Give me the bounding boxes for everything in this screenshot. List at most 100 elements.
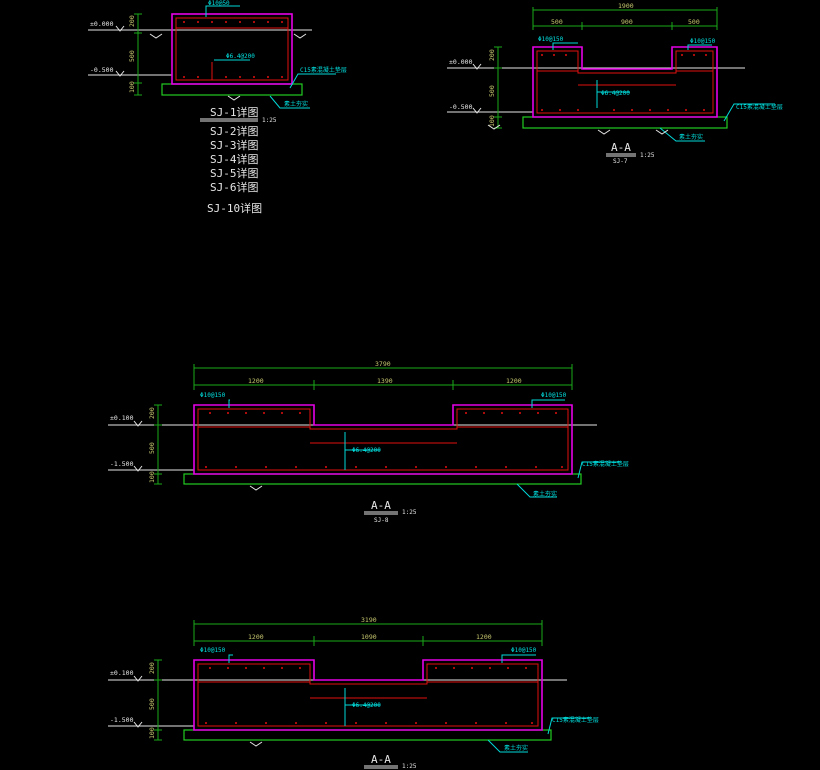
- soil-note: 素土夯实: [504, 744, 528, 752]
- rebar-leader: [552, 42, 578, 50]
- segment-dimension-1: 1200: [248, 377, 264, 385]
- height-200: 200: [128, 15, 136, 27]
- ground-level-text: ±0.000: [90, 20, 114, 28]
- cushion-layer: [183, 473, 582, 485]
- detail-title-3: SJ-3详图: [210, 138, 259, 152]
- soil-leader: [487, 739, 528, 753]
- cushion-note: C15素混凝土垫层: [582, 460, 629, 468]
- detail-bottom: 3190 1200 1090 1200 ±0.100 -1.500 200 50…: [108, 616, 599, 770]
- detail-title-6: SJ-6详图: [210, 180, 259, 194]
- rebar-cage: [536, 50, 714, 114]
- detail-title-4: SJ-4详图: [210, 152, 259, 166]
- section-title: A-A: [611, 141, 631, 154]
- cushion-layer: [522, 116, 728, 129]
- height-500: 500: [148, 698, 156, 710]
- height-500: 500: [488, 85, 496, 97]
- top-rebar-label-left: Φ10@150: [200, 647, 226, 654]
- segment-dimension-3: 500: [688, 18, 700, 26]
- top-rebar-label-right: Φ10@150: [511, 647, 537, 654]
- soil-hatch: [293, 33, 307, 39]
- ground-level-text: ±0.100: [110, 414, 134, 422]
- rebar-leader: [501, 654, 536, 663]
- level-marker: [115, 70, 125, 77]
- section-scale: 1:25: [402, 509, 417, 516]
- rebar-dots: [205, 412, 563, 468]
- total-dimension: 1900: [618, 2, 634, 10]
- detail-title-2: SJ-2详图: [210, 124, 259, 138]
- bottom-level-text: -1.500: [110, 716, 134, 724]
- pit-outline: [532, 46, 718, 118]
- height-100: 100: [148, 727, 156, 739]
- height-200: 200: [148, 407, 156, 419]
- stirrup-label: Φ6.4@200: [226, 53, 255, 60]
- rebar-leader: [228, 654, 233, 663]
- rebar-leader: [687, 44, 712, 50]
- detail-title-1: SJ-1详图: [210, 105, 259, 119]
- cushion-note: C15素混凝土垫层: [300, 66, 347, 74]
- detail-sj8: 3790 1200 1390 1200 ±0.100 -1.500 200 50…: [108, 360, 629, 524]
- top-rebar-label-left: Φ10@150: [538, 36, 564, 43]
- rebar-dots: [205, 667, 533, 724]
- pit-outline: [171, 13, 293, 85]
- rebar-leader: [205, 5, 240, 17]
- detail-title-5: SJ-5详图: [210, 166, 259, 180]
- height-100: 100: [128, 81, 136, 93]
- level-marker: [115, 25, 125, 32]
- stirrup-label: Φ6.4@200: [352, 702, 381, 709]
- segment-dimension-2: 1390: [377, 377, 393, 385]
- cushion-leader: [289, 73, 336, 89]
- segment-dimension-1: 500: [551, 18, 563, 26]
- total-dimension: 3190: [361, 616, 377, 624]
- cushion-leader: [723, 103, 775, 122]
- bottom-level-text: -1.500: [110, 460, 134, 468]
- segment-dimension-1: 1200: [248, 633, 264, 641]
- stirrup-label: Φ6.4@200: [352, 447, 381, 454]
- pit-outline: [193, 404, 573, 475]
- soil-leader: [269, 95, 310, 109]
- stirrup-label: Φ6.4@200: [601, 90, 630, 97]
- detail-sj7: 1900 500 900 500 ±0.000 -0.500 200 500 1…: [447, 2, 783, 165]
- soil-note: 素土夯实: [679, 133, 703, 141]
- height-200: 200: [148, 662, 156, 674]
- rebar-cage: [175, 17, 289, 81]
- segment-dimension-3: 1200: [476, 633, 492, 641]
- cushion-leader: [577, 461, 620, 479]
- bottom-level-text: -0.500: [449, 103, 473, 111]
- segment-dimension-2: 900: [621, 18, 633, 26]
- rebar-leader: [531, 399, 565, 408]
- rebar-cage: [197, 663, 539, 727]
- cushion-note: C15素混凝土垫层: [736, 103, 783, 111]
- height-100: 100: [148, 471, 156, 483]
- cushion-note: C15素混凝土垫层: [552, 716, 599, 724]
- top-rebar-label-right: Φ10@150: [541, 392, 567, 399]
- soil-leader: [516, 483, 557, 498]
- section-scale: 1:25: [640, 152, 655, 159]
- rebar-leader: [228, 399, 230, 408]
- segment-dimension-3: 1200: [506, 377, 522, 385]
- section-subtitle: SJ-8: [374, 517, 389, 524]
- detail-sj1: ±0.000 -0.500 200 500 100 Φ1: [88, 0, 347, 215]
- pit-outline: [193, 659, 543, 731]
- cushion-leader: [547, 717, 590, 735]
- soil-hatch: [149, 33, 163, 39]
- top-rebar-label-left: Φ10@150: [200, 392, 226, 399]
- ground-level-text: ±0.000: [449, 58, 473, 66]
- total-dimension: 3790: [375, 360, 391, 368]
- height-200: 200: [488, 49, 496, 61]
- rebar-cage: [197, 408, 569, 471]
- ground-level-text: ±0.100: [110, 669, 134, 677]
- height-500: 500: [148, 442, 156, 454]
- height-100: 100: [488, 115, 496, 127]
- section-scale: 1:25: [402, 763, 417, 770]
- bottom-level-text: -0.500: [90, 66, 114, 74]
- detail-title-7: SJ-10详图: [207, 201, 262, 215]
- cushion-layer: [161, 83, 303, 96]
- rebar-dots: [183, 21, 283, 78]
- height-500: 500: [128, 50, 136, 62]
- top-rebar-label: Φ10@50: [208, 0, 230, 7]
- segment-dimension-2: 1090: [361, 633, 377, 641]
- section-title: A-A: [371, 753, 391, 766]
- top-rebar-label-right: Φ10@150: [690, 38, 716, 45]
- section-title: A-A: [371, 499, 391, 512]
